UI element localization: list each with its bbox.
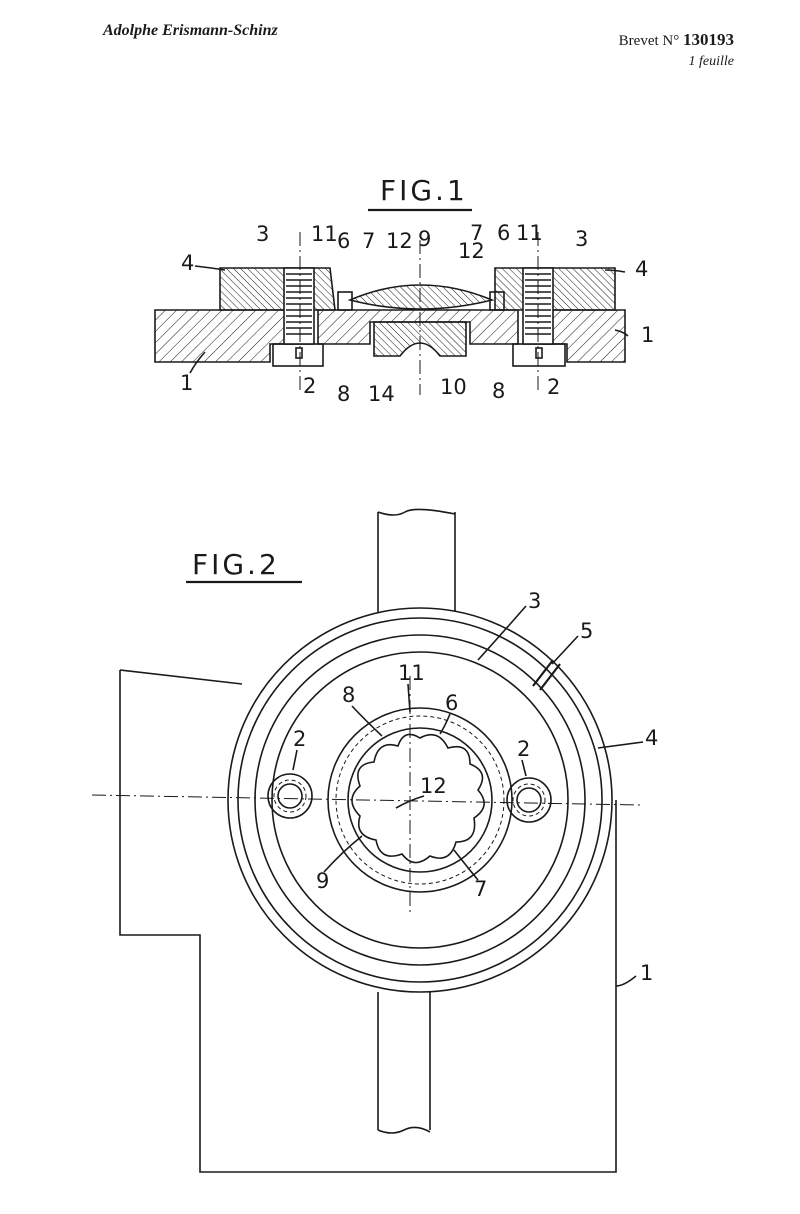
lens-section (347, 284, 495, 310)
inventor-name: Adolphe Erismann-Schinz (103, 22, 278, 39)
clamp-ring-6 (327, 707, 513, 893)
lobed-opening (351, 733, 485, 864)
fig1-label-3-right: 3 (575, 227, 588, 251)
fig1-title: FIG.1 (380, 174, 468, 207)
slot-5 (532, 659, 561, 691)
fig1-label-10: 10 (440, 375, 467, 399)
screw-right (506, 777, 552, 823)
outer-ring-4 (227, 607, 613, 993)
screw-left-threads (283, 267, 315, 345)
ring-left-section (219, 267, 336, 311)
ring-right-section (494, 267, 616, 311)
fig2-label-1: 1 (640, 961, 653, 985)
fig1-label-14: 14 (368, 382, 395, 406)
fig2-label-8: 8 (342, 683, 355, 707)
fig2-label-3: 3 (528, 589, 541, 613)
bottom-arm (377, 992, 431, 1130)
fig1-label-2-right: 2 (547, 375, 560, 399)
fig2-label-2-right: 2 (517, 737, 530, 761)
fig2-label-2-left: 2 (293, 727, 306, 751)
base-plate-section-right (542, 309, 626, 363)
fig1-label-4-left: 4 (181, 251, 194, 275)
patent-number-value: 130193 (683, 30, 734, 49)
fig1-label-8-left: 8 (337, 382, 350, 406)
figure-1: FIG.1 3 (154, 174, 654, 406)
clamp-ring-right (489, 291, 505, 311)
fig1-label-6-left: 6 (337, 229, 350, 253)
screw-left (267, 773, 313, 819)
patent-number: Brevet N° 130193 (619, 30, 734, 50)
fig1-label-11-right: 11 (516, 221, 543, 245)
fig1-label-12-right: 12 (458, 239, 485, 263)
fig1-label-2-left: 2 (303, 374, 316, 398)
fig2-label-4: 4 (645, 726, 658, 750)
fig1-label-12-left: 12 (386, 229, 413, 253)
fig1-label-6-right: 6 (497, 221, 510, 245)
base-plate-outline (119, 669, 617, 1173)
fig2-label-5: 5 (580, 619, 593, 643)
figure-2: FIG.2 3 5 11 (91, 508, 658, 1173)
fig2-title: FIG.2 (192, 548, 280, 581)
patent-prefix: Brevet N° (618, 33, 680, 49)
fig2-label-12: 12 (420, 774, 447, 798)
fig1-label-11-left: 11 (311, 222, 338, 246)
clamp-ring-left (337, 291, 353, 311)
fig1-label-8-right: 8 (492, 379, 505, 403)
ring-3 (254, 634, 586, 966)
fig1-label-9: 9 (418, 227, 431, 251)
fig1-label-7-right: 7 (470, 221, 483, 245)
fig2-label-7: 7 (474, 877, 487, 901)
fig2-label-11: 11 (398, 661, 425, 685)
base-plate-center (317, 309, 519, 345)
clamp-ring-7 (347, 727, 493, 873)
sheet-count: 1 feuille (688, 54, 735, 69)
fig1-label-3-left: 3 (256, 222, 269, 246)
fig2-label-9: 9 (316, 869, 329, 893)
fig1-label-7-left: 7 (362, 229, 375, 253)
top-arm (377, 512, 456, 612)
fig1-label-4-right: 4 (635, 257, 648, 281)
fig1-label-1-left: 1 (180, 371, 193, 395)
fig2-label-6: 6 (445, 691, 458, 715)
fig1-label-1-right: 1 (641, 323, 654, 347)
